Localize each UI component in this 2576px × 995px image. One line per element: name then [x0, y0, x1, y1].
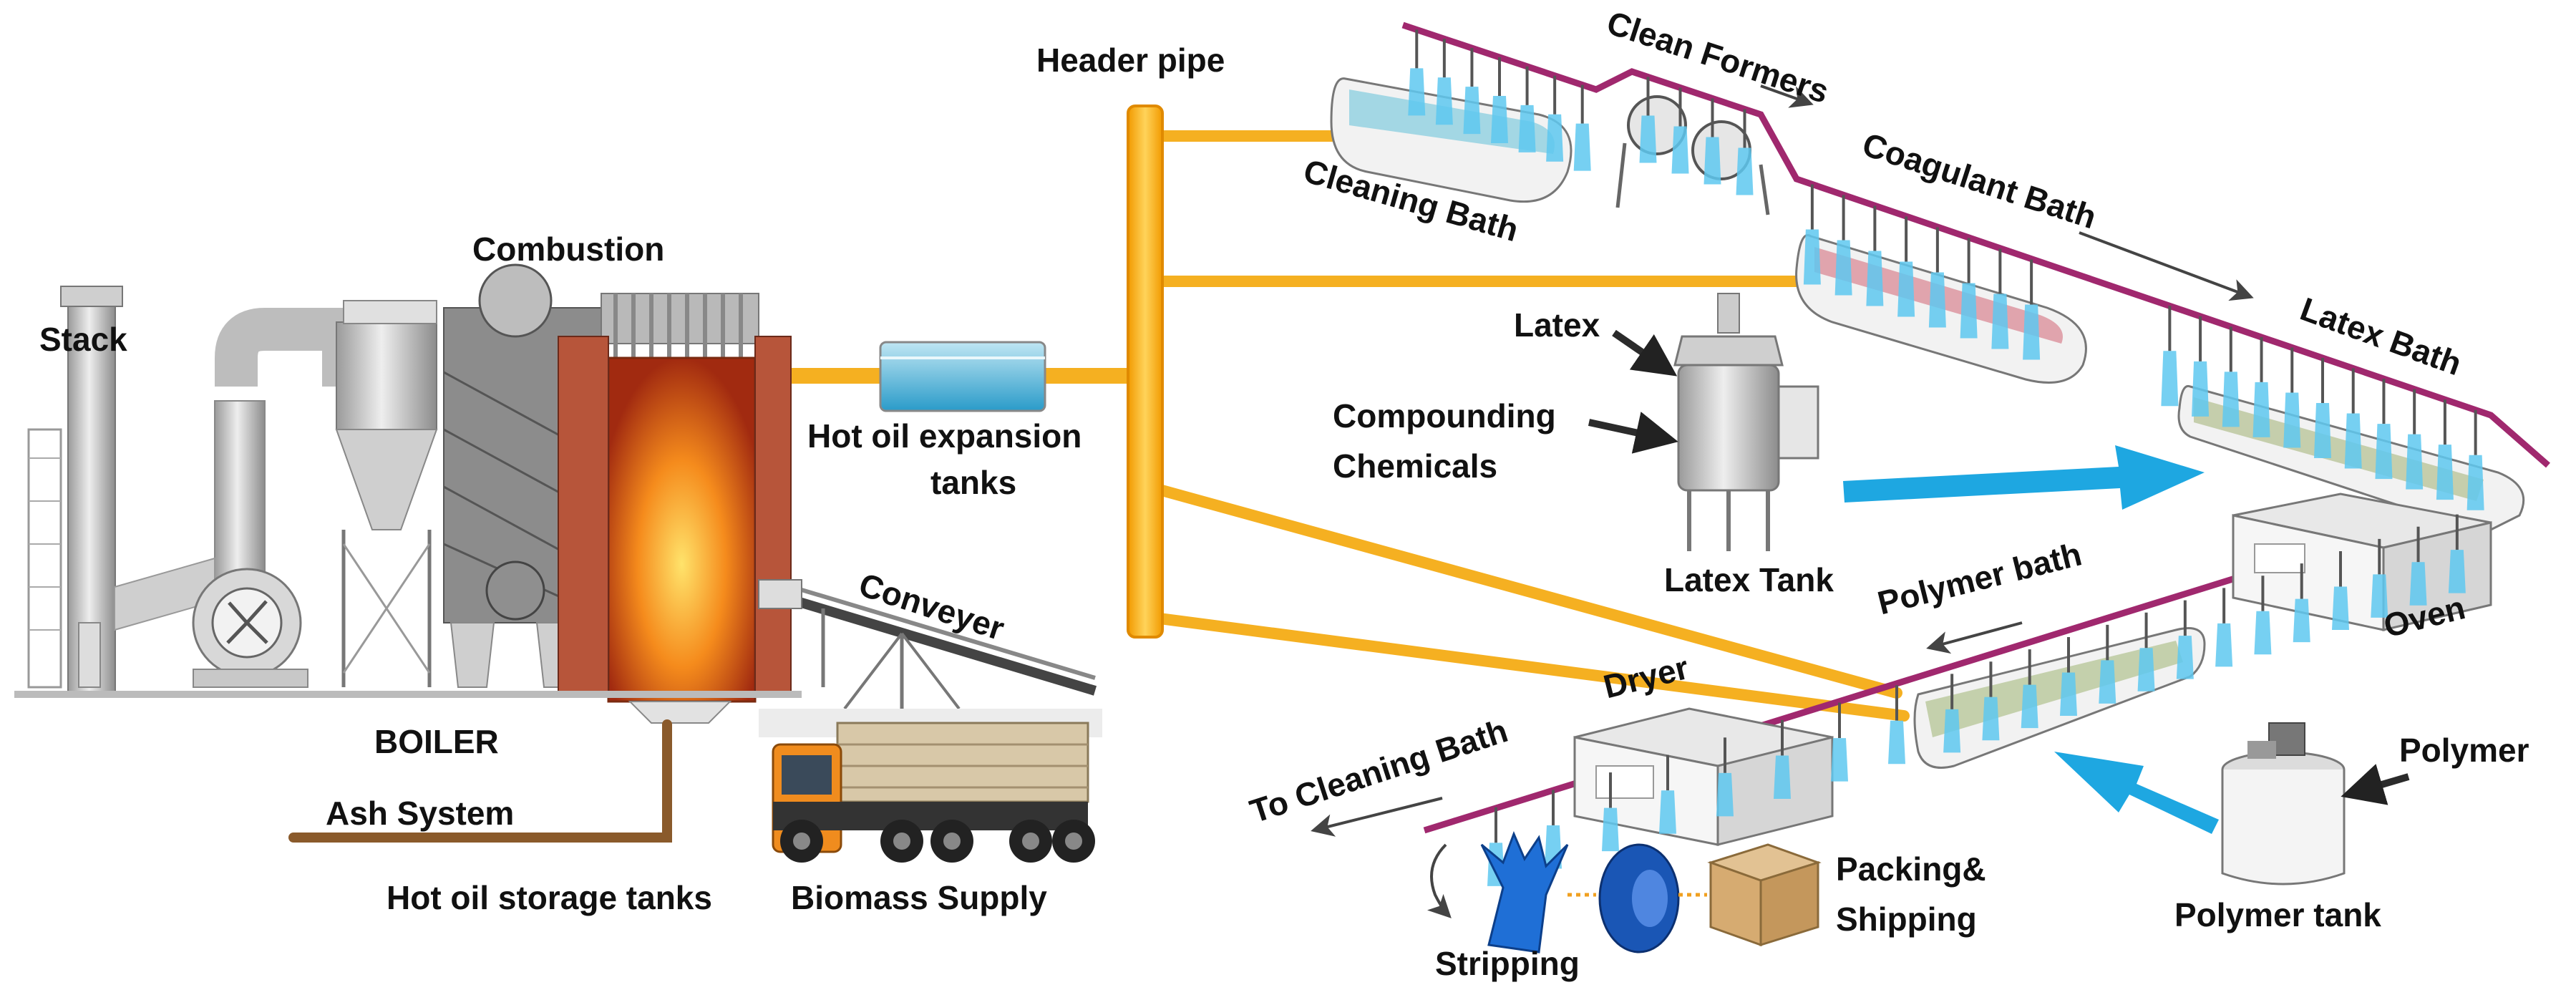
glove-former: [2293, 598, 2310, 643]
flow-arrows-blue: [1843, 445, 2219, 834]
compounding-input-arrow: [1588, 412, 1678, 454]
boiler-icon: [14, 263, 802, 724]
glove-former: [2344, 413, 2362, 469]
label-hot-oil-expansion-1: Hot oil expansion: [807, 417, 1082, 455]
glove-former: [2448, 550, 2466, 593]
gloves-icon: [1480, 830, 1569, 953]
glove-former: [1928, 272, 1946, 328]
glove-former: [2252, 382, 2270, 437]
glove-former: [2375, 424, 2393, 480]
label-compounding-2: Chemicals: [1333, 447, 1498, 485]
glove-former: [1435, 77, 1453, 125]
glove-former: [1491, 96, 1508, 143]
mixing-tank-icon: [1673, 293, 1819, 551]
glove-former: [1736, 147, 1754, 195]
label-latex-tank: Latex Tank: [1664, 561, 1834, 598]
glove-former: [1834, 240, 1852, 296]
glove-former: [1991, 293, 2009, 349]
glove-former: [2023, 304, 2041, 360]
input-arrows-black: [1588, 329, 2410, 805]
glove-former: [2192, 361, 2210, 417]
glove-former: [1573, 123, 1591, 171]
glove-former: [2176, 636, 2194, 679]
glove-former: [2371, 574, 2388, 618]
label-latex: Latex: [1514, 306, 1600, 344]
glove-former: [2161, 351, 2179, 407]
glove-former: [1602, 807, 1619, 852]
polymer-tank-icon: [2221, 722, 2346, 885]
glove-former: [2332, 586, 2349, 630]
shipping-box-icon: [1707, 843, 1822, 947]
latex-input-arrow: [1612, 329, 1678, 377]
glove-former: [1639, 115, 1657, 163]
combustion-fire: [607, 356, 757, 703]
glove-former: [1982, 696, 2000, 741]
glove-former: [2137, 648, 2155, 691]
glove-former: [2314, 403, 2331, 458]
glove-former: [2436, 445, 2454, 500]
glove-former: [1408, 68, 1426, 116]
glove-former: [1943, 709, 1961, 753]
stripping-hook-arrow: [1426, 843, 1452, 918]
glove-former: [1960, 283, 1978, 339]
glove-former: [2409, 562, 2427, 606]
glove-former: [1774, 755, 1791, 799]
polymer-flow-arrow: [2054, 752, 2219, 834]
glove-roll-icon: [1598, 843, 1680, 953]
pipe-to-polymer-bath: [1143, 611, 1910, 722]
label-packing-2: Shipping: [1836, 901, 1977, 938]
header-pipe: [1127, 105, 1164, 639]
label-ash-system: Ash System: [326, 795, 515, 832]
latex-flow-arrow: [1843, 445, 2205, 510]
glove-former: [1716, 772, 1734, 817]
induced-draft-fan-icon: [114, 308, 365, 688]
biomass-truck-icon: [759, 709, 1102, 863]
glove-former: [1463, 87, 1481, 135]
glove-former: [1671, 126, 1689, 174]
label-combustion: Combustion: [472, 230, 665, 268]
label-biomass-supply: Biomass Supply: [791, 879, 1047, 916]
label-boiler: BOILER: [374, 723, 499, 760]
label-stripping: Stripping: [1435, 945, 1580, 982]
glove-former: [2099, 660, 2116, 704]
glove-former: [1866, 251, 1884, 306]
label-stack: Stack: [39, 321, 127, 358]
glove-former: [1888, 720, 1905, 765]
label-hot-oil-storage: Hot oil storage tanks: [387, 879, 712, 916]
glove-former: [2060, 672, 2077, 716]
label-packing-1: Packing&: [1836, 850, 1986, 888]
glove-former: [2283, 392, 2301, 448]
pipe-to-oven: [1143, 481, 1902, 699]
glove-former: [2215, 623, 2233, 667]
glove-former: [2466, 455, 2484, 510]
glove-former: [1897, 261, 1915, 317]
label-header-pipe: Header pipe: [1036, 42, 1225, 79]
glove-former: [1518, 105, 1536, 152]
direction-arrows: [1311, 84, 2254, 837]
glove-former: [1831, 738, 1848, 782]
glove-former: [2254, 611, 2272, 655]
glove-former: [1546, 114, 1564, 162]
expansion-tank-icon: [879, 341, 1046, 412]
glove-former: [1703, 137, 1721, 185]
glove-former: [2222, 372, 2240, 427]
glove-former: [1659, 790, 1676, 834]
label-compounding-1: Compounding: [1333, 397, 1556, 435]
former-chain-upper: [1401, 21, 2550, 468]
label-hot-oil-expansion-2: tanks: [930, 464, 1017, 501]
glove-former: [1803, 229, 1821, 285]
polymer-input-arrow: [2341, 764, 2410, 805]
ash-system-line: [288, 719, 672, 843]
label-polymer: Polymer: [2399, 732, 2529, 769]
label-polymer-tank: Polymer tank: [2174, 896, 2381, 933]
glove-former: [2021, 684, 2038, 729]
glove-former: [2406, 434, 2424, 490]
conveyor-icon: [758, 579, 1097, 710]
